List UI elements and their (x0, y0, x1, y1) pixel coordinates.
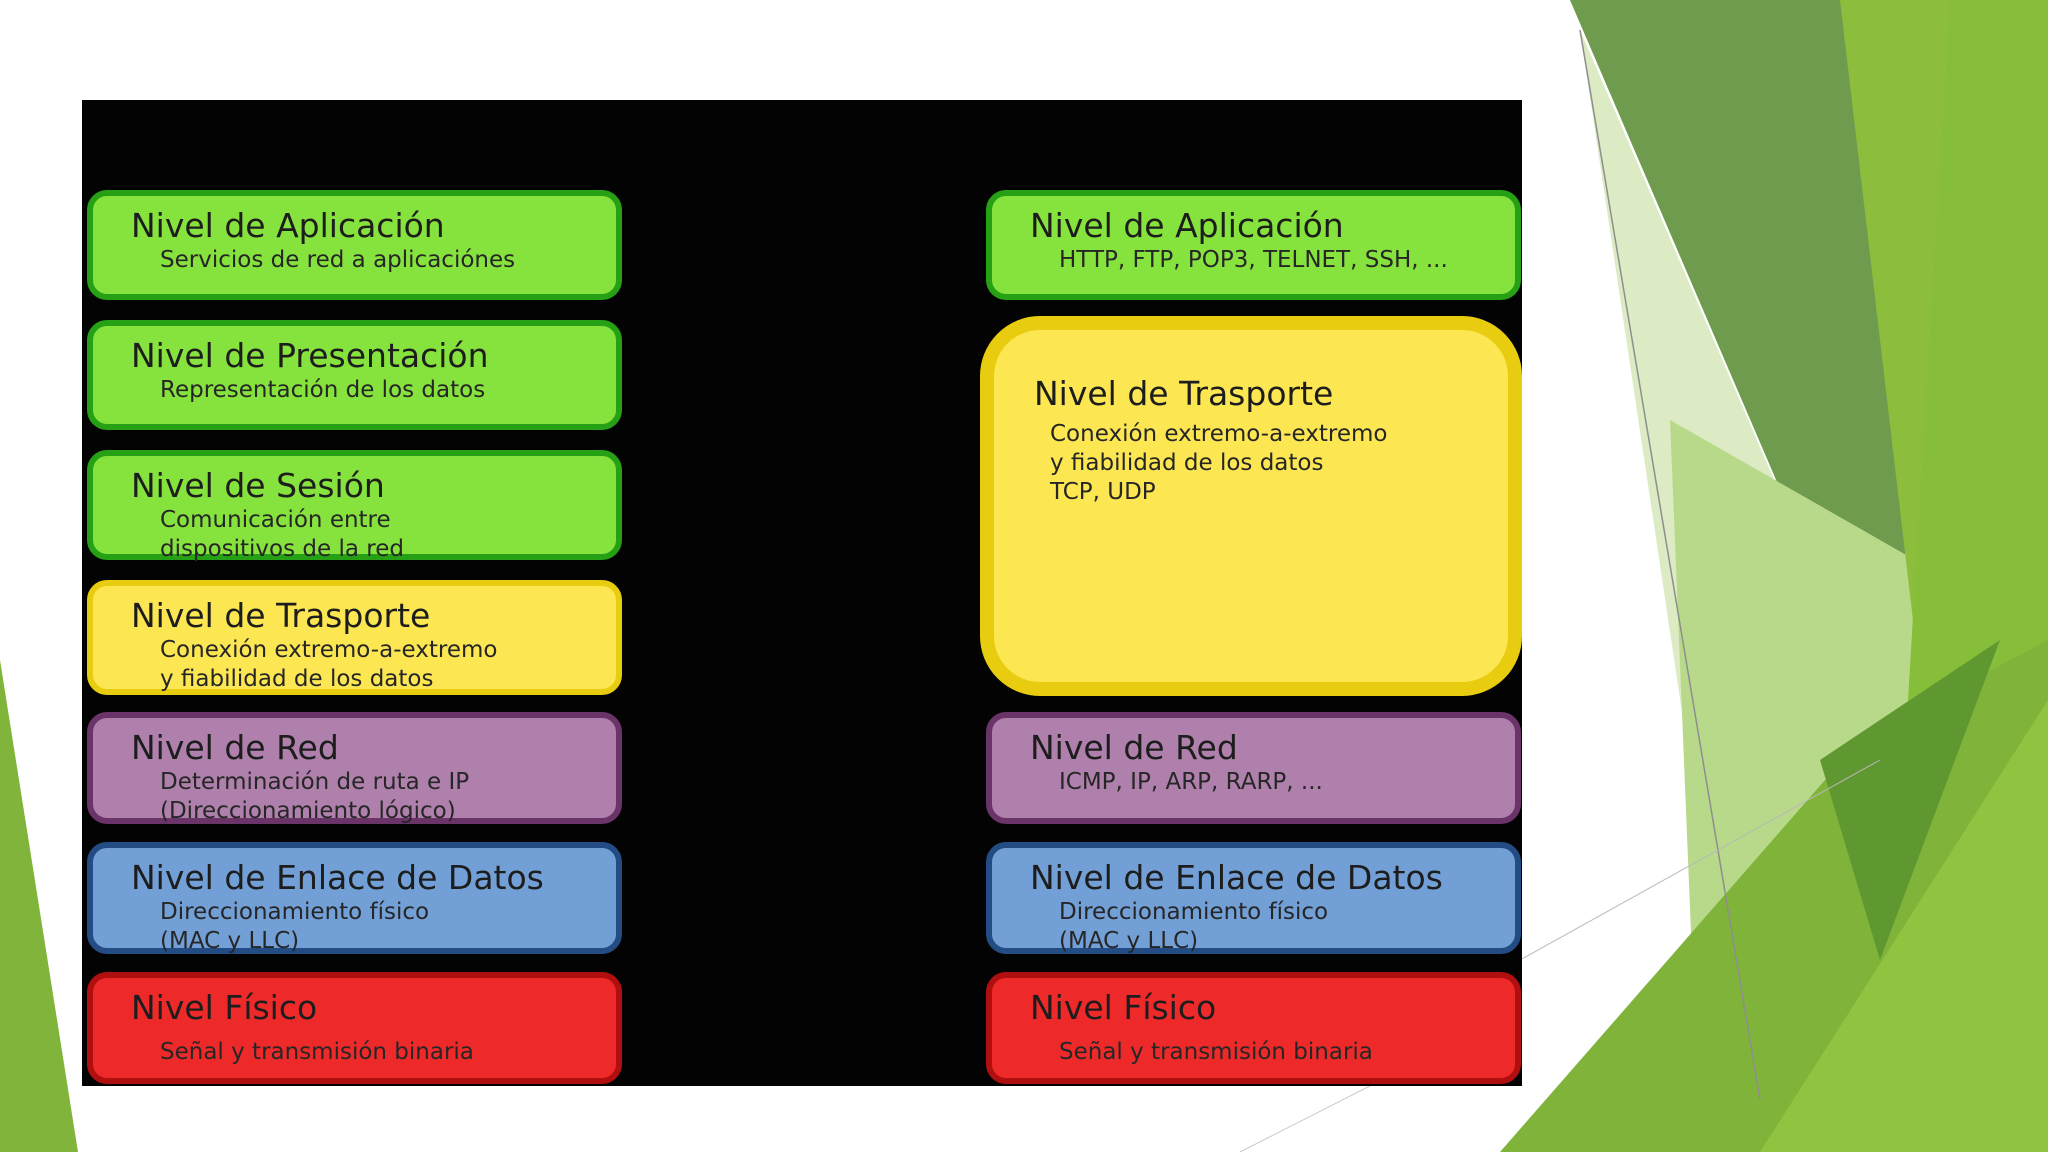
osi-application-layer: Nivel de Aplicación Servicios de red a a… (87, 190, 622, 300)
layer-title: Nivel Físico (1030, 988, 1217, 1027)
tcpip-network-layer: Nivel de Red ICMP, IP, ARP, RARP, ... (986, 712, 1521, 824)
layer-title: Nivel Físico (131, 988, 318, 1027)
osi-transport-layer: Nivel de Trasporte Conexión extremo-a-ex… (87, 580, 622, 695)
layer-title: Nivel de Aplicación (1030, 206, 1344, 245)
layer-description: Direccionamiento físico (MAC y LLC) (1059, 899, 1329, 954)
left-edge-triangle (0, 660, 78, 1152)
deco-line-1 (1579, 29, 1761, 1101)
layer-description: Conexión extremo-a-extremo y fiabilidad … (160, 637, 498, 692)
layer-description: Servicios de red a aplicaciónes (160, 247, 516, 273)
layer-description: Señal y transmisión binaria (160, 1039, 474, 1065)
layer-description: Representación de los datos (160, 377, 486, 403)
layer-title: Nivel de Red (1030, 728, 1238, 767)
layer-title: Nivel de Red (131, 728, 339, 767)
deco-triangle-dark (1820, 640, 2000, 960)
layer-description: Direccionamiento físico (MAC y LLC) (160, 899, 430, 954)
osi-session-layer: Nivel de Sesión Comunicación entre dispo… (87, 450, 622, 562)
tcpip-datalink-layer: Nivel de Enlace de Datos Direccionamient… (986, 842, 1521, 954)
osi-datalink-layer: Nivel de Enlace de Datos Direccionamient… (87, 842, 622, 954)
tcpip-transport-layer: Nivel de Trasporte Conexión extremo-a-ex… (980, 316, 1522, 696)
layer-title: Nivel de Enlace de Datos (131, 858, 544, 897)
layer-description: Determinación de ruta e IP (Direccionami… (160, 769, 470, 824)
layer-description: HTTP, FTP, POP3, TELNET, SSH, ... (1059, 247, 1448, 273)
layer-title: Nivel de Trasporte (1034, 374, 1334, 413)
tcpip-physical-layer: Nivel Físico Señal y transmisión binaria (986, 972, 1521, 1084)
layer-description: Comunicación entre dispositivos de la re… (160, 507, 404, 562)
layer-title: Nivel de Enlace de Datos (1030, 858, 1443, 897)
layer-description: Señal y transmisión binaria (1059, 1039, 1373, 1065)
osi-physical-layer: Nivel Físico Señal y transmisión binaria (87, 972, 622, 1084)
layer-title: Nivel de Sesión (131, 466, 385, 505)
layer-title: Nivel de Presentación (131, 336, 489, 375)
deco-triangle-mid (1760, 700, 2048, 1152)
osi-network-layer: Nivel de Red Determinación de ruta e IP … (87, 712, 622, 824)
deco-line-2 (1519, 759, 1881, 961)
tcpip-application-layer: Nivel de Aplicación HTTP, FTP, POP3, TEL… (986, 190, 1521, 300)
layer-title: Nivel de Aplicación (131, 206, 445, 245)
layer-description: Conexión extremo-a-extremo y fiabilidad … (1050, 421, 1388, 505)
osi-vs-tcpip-diagram: Nivel de Aplicación Servicios de red a a… (82, 100, 1522, 1086)
layer-title: Nivel de Trasporte (131, 596, 431, 635)
osi-presentation-layer: Nivel de Presentación Representación de … (87, 320, 622, 430)
layer-description: ICMP, IP, ARP, RARP, ... (1059, 769, 1323, 795)
